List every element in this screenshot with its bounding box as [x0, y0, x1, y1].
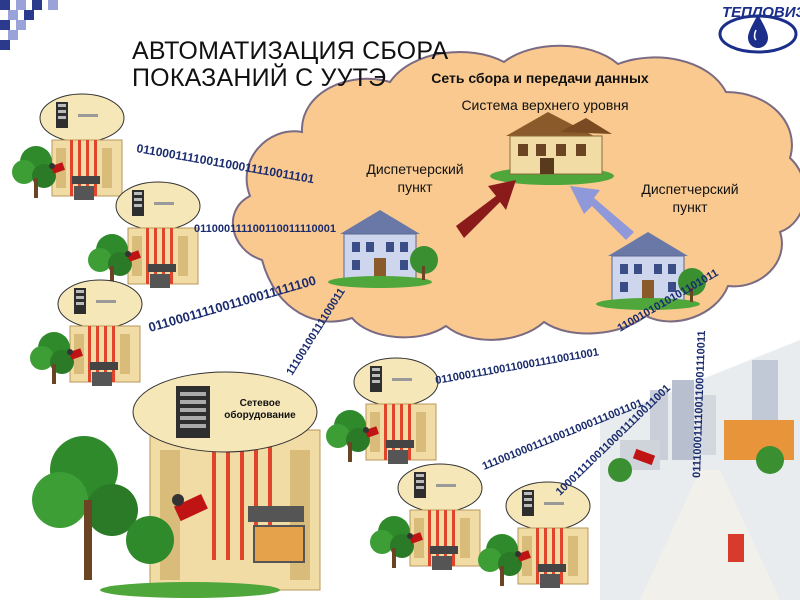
meter-house-5 [369, 463, 483, 571]
dispatch-1-line1: Диспетчерский [366, 161, 464, 177]
meter-house-4 [325, 357, 439, 465]
binary-stream-5: 0110001111001100011110011001 [434, 346, 599, 387]
upper-system-building [490, 112, 614, 185]
title-line-1: АВТОМАТИЗАЦИЯ СБОРА [132, 37, 449, 65]
dispatch-2-line2: пункт [672, 199, 708, 215]
meter-house-1 [11, 93, 125, 201]
corner-decoration [0, 0, 58, 50]
binary-stream-9: 0111000111100110001110011 [691, 330, 708, 478]
cloud-title: Сеть сбора и передачи данных [431, 70, 649, 86]
large-building [32, 429, 321, 598]
page-title: АВТОМАТИЗАЦИЯ СБОРА ПОКАЗАНИЙ С УУТЭ [132, 38, 448, 92]
network-equipment-line2: оборудование [224, 410, 296, 421]
blue-arrow [570, 186, 634, 240]
network-equipment-label: Сетевое оборудование [210, 398, 310, 422]
logo-drop-icon [718, 14, 798, 54]
meter-house-6 [477, 481, 591, 589]
dispatch-2-line1: Диспетчерский [641, 181, 739, 197]
meter-house-2 [87, 181, 201, 289]
binary-stream-2: 011000111100110011110001 [194, 223, 336, 235]
dispatch-1-line2: пункт [397, 179, 433, 195]
upper-system-label: Система верхнего уровня [461, 97, 629, 113]
red-arrow [456, 180, 516, 238]
logo-text: ТЕПЛОВИЗОР [722, 4, 800, 21]
network-equipment-line1: Сетевое [239, 398, 281, 409]
dispatch-1-label: Диспетчерский пункт [345, 160, 485, 196]
dispatch-2-label: Диспетчерский пункт [625, 180, 755, 216]
meter-house-3 [29, 279, 143, 387]
server-rack-icon [176, 386, 210, 438]
title-line-2: ПОКАЗАНИЙ С УУТЭ [132, 64, 387, 92]
city-icon [600, 340, 800, 600]
